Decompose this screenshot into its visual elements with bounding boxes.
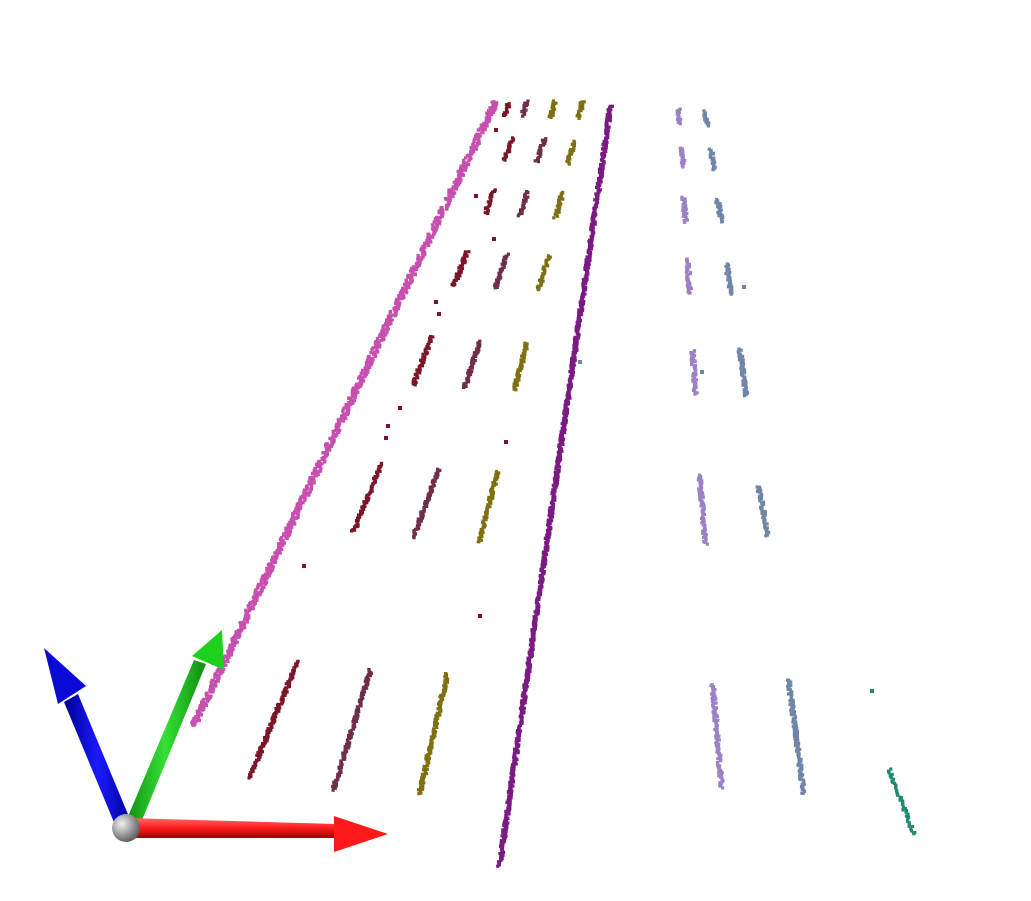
dashed-lane-olive: [535, 254, 552, 292]
stray-point: [437, 312, 441, 316]
dashed-lane-dark-red: [350, 461, 384, 533]
right-lane-steel: [755, 485, 771, 538]
stray-point: [474, 194, 478, 198]
dashed-lane-dark-red: [247, 659, 300, 780]
dashed-lane-maroon: [493, 252, 510, 290]
right-lane-lavender: [675, 107, 683, 126]
dashed-lane-olive-2: [575, 100, 586, 120]
stray-point: [742, 285, 746, 289]
dashed-lane-maroon: [462, 339, 482, 389]
dashed-lane-olive: [552, 190, 565, 220]
right-lane-lavender: [689, 349, 699, 396]
axes-origin: [112, 814, 140, 842]
far-right-teal-line: [886, 767, 917, 836]
dashed-lane-olive: [512, 341, 529, 392]
right-lane-lavender: [684, 257, 693, 295]
right-lane-steel: [707, 147, 717, 172]
dashed-lane-olive: [417, 672, 450, 796]
stray-point: [302, 564, 306, 568]
dashed-lane-maroon: [533, 137, 548, 164]
dashed-lane-dark-red: [411, 335, 435, 387]
right-lane-steel: [724, 262, 734, 296]
dashed-lane-dark-red: [450, 250, 471, 287]
point-cloud-points: [190, 99, 917, 868]
stray-point: [494, 128, 498, 132]
left-boundary-line: [190, 100, 499, 727]
xyz-axes-gizmo-icon: [44, 630, 388, 852]
right-lane-steel: [736, 347, 749, 398]
right-lane-lavender: [696, 473, 709, 546]
right-lane-lavender: [680, 195, 689, 224]
stray-point: [398, 406, 402, 410]
stray-point: [384, 436, 388, 440]
dashed-lane-maroon: [412, 467, 442, 540]
right-lane-lavender: [678, 146, 687, 169]
dashed-lane-maroon: [520, 99, 530, 118]
dashed-lane-dark-red: [483, 188, 497, 215]
stray-point: [492, 237, 496, 241]
y-axis-arrow: [124, 630, 224, 830]
dashed-lane-olive: [476, 470, 501, 544]
stray-point: [478, 614, 482, 618]
z-axis-arrow: [44, 648, 132, 832]
stray-point: [870, 689, 874, 693]
right-lane-steel: [786, 678, 807, 795]
dashed-lane-maroon: [516, 190, 530, 218]
dashed-lane-dark-red: [501, 136, 516, 162]
right-lane-lavender: [709, 683, 725, 790]
right-lane-steel: [714, 197, 725, 224]
dashed-lane-olive: [565, 139, 577, 166]
stray-point: [386, 424, 390, 428]
center-line: [496, 104, 614, 868]
right-lane-steel: [702, 109, 711, 128]
dashed-lane-olive: [547, 99, 558, 119]
dashed-lane-maroon: [331, 667, 373, 792]
stray-point: [578, 360, 582, 364]
x-axis-arrow: [126, 816, 388, 852]
stray-point: [502, 113, 506, 117]
stray-point: [434, 300, 438, 304]
stray-point: [504, 440, 508, 444]
stray-point: [700, 370, 704, 374]
